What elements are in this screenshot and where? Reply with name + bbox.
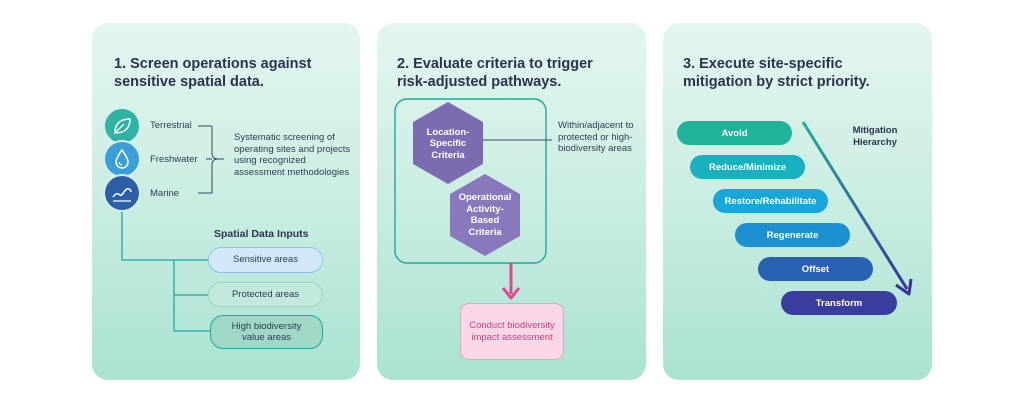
- panel-title: 2. Evaluate criteria to trigger risk-adj…: [397, 56, 593, 90]
- habitat-label-terrestrial: Terrestrial: [150, 120, 192, 131]
- step-restore: Restore/Rehabilitate: [713, 189, 828, 213]
- conduct-assessment-box: Conduct biodiversity impact assessment: [460, 303, 564, 360]
- hexagon-location: [413, 102, 483, 184]
- leaf-icon: [105, 109, 139, 143]
- input-high-biodiversity: High biodiversity value areas: [210, 315, 323, 349]
- panel-title: 1. Screen operations against sensitive s…: [114, 56, 312, 90]
- step-offset: Offset: [758, 257, 873, 281]
- spatial-data-inputs-heading: Spatial Data Inputs: [214, 228, 309, 240]
- panel-screen-operations: 1. Screen operations against sensitive s…: [92, 23, 360, 380]
- mitigation-hierarchy-label: Mitigation Hierarchy: [852, 125, 898, 148]
- panel2-graphics: [394, 98, 552, 300]
- habitat-label-marine: Marine: [150, 188, 180, 199]
- step-reduce: Reduce/Minimize: [690, 155, 805, 179]
- screening-description: Systematic screening of operating sites …: [234, 132, 351, 178]
- location-specific-criteria: Location-Specific Criteria: [426, 126, 470, 161]
- hierarchy-arrow: [801, 121, 913, 296]
- input-protected-areas: Protected areas: [208, 282, 323, 307]
- hexagon-operational: [450, 174, 520, 256]
- panel1-connectors: [121, 125, 224, 332]
- habitat-label-freshwater: Freshwater: [150, 154, 198, 165]
- wave-icon: [105, 176, 139, 210]
- panel-evaluate-criteria: 2. Evaluate criteria to trigger risk-adj…: [377, 23, 646, 380]
- criteria-annotation: Within/adjacent to protected or high-bio…: [558, 120, 634, 154]
- step-avoid: Avoid: [677, 121, 792, 145]
- water-drop-icon: [105, 142, 139, 176]
- step-transform: Transform: [781, 291, 897, 315]
- operational-activity-criteria: Operational Activity-Based Criteria: [458, 192, 512, 238]
- panel-title: 3. Execute site-specific mitigation by s…: [683, 56, 870, 90]
- panel-execute-mitigation: 3. Execute site-specific mitigation by s…: [663, 23, 932, 380]
- step-regenerate: Regenerate: [735, 223, 850, 247]
- input-sensitive-areas: Sensitive areas: [208, 247, 323, 273]
